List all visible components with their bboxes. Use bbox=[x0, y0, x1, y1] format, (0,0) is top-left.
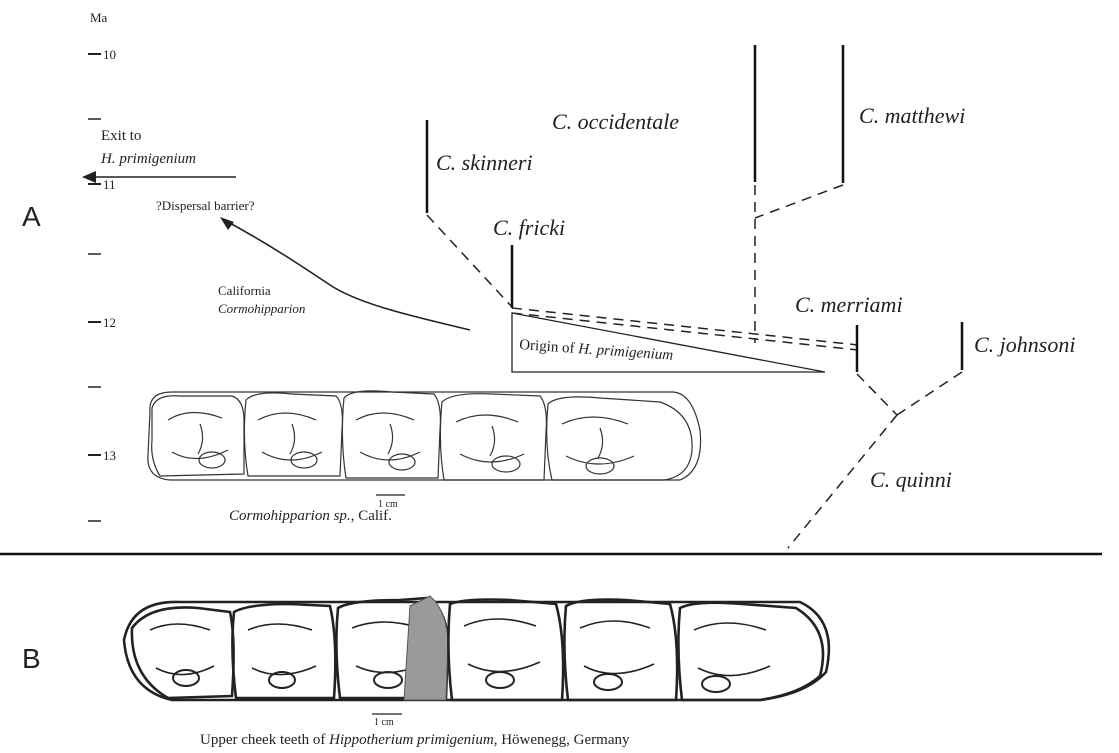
tooth bbox=[448, 600, 563, 701]
taxon-label-merriami: C. merriami bbox=[795, 292, 903, 317]
dispersal-arrowhead bbox=[220, 217, 234, 230]
exit-arrowhead bbox=[82, 171, 96, 183]
taxon-label-johnsoni: C. johnsoni bbox=[974, 332, 1075, 357]
exit-annotation: Exit to H. primigenium bbox=[82, 128, 236, 183]
panel-a-label: A bbox=[22, 201, 41, 232]
exit-label: Exit to bbox=[101, 128, 141, 144]
tooth bbox=[152, 396, 244, 476]
exit-taxon-label: H. primigenium bbox=[100, 151, 196, 167]
tooth bbox=[342, 391, 440, 478]
tooth bbox=[132, 607, 234, 698]
tooth bbox=[232, 604, 335, 698]
matthewi-inferred-branch bbox=[755, 185, 843, 218]
tooth bbox=[678, 603, 823, 700]
taxon-label-skinneri: C. skinneri bbox=[436, 150, 533, 175]
panel-a-tooth-row bbox=[148, 391, 701, 480]
panel-a-caption-rest: , Calif. bbox=[351, 508, 392, 524]
panel-b-caption-rest: , Höwenegg, Germany bbox=[494, 732, 630, 748]
axis-tick-label: 11 bbox=[103, 177, 116, 192]
panel-a-caption: Cormohipparion sp., Calif. bbox=[229, 508, 392, 524]
scale-bar-label: 1 cm bbox=[374, 717, 394, 728]
taxon-label-matthewi: C. matthewi bbox=[859, 103, 965, 128]
panel-b-caption: Upper cheek teeth of Hippotherium primig… bbox=[200, 732, 630, 748]
johnsoni-inferred-branch bbox=[897, 372, 962, 415]
taxon-label-fricki: C. fricki bbox=[493, 215, 565, 240]
panel-b-label: B bbox=[22, 643, 41, 674]
tooth bbox=[244, 393, 342, 476]
axis-unit-label: Ma bbox=[90, 10, 108, 25]
origin-triangle: Origin of H. primigenium bbox=[512, 313, 825, 372]
tooth bbox=[440, 394, 546, 480]
tooth bbox=[564, 600, 677, 700]
taxon-label-quinni: C. quinni bbox=[870, 467, 952, 492]
tooth bbox=[547, 397, 692, 480]
tooth-row-outline bbox=[148, 392, 701, 480]
panel-b-tooth-row bbox=[124, 596, 829, 700]
panel-b-caption-taxon: Hippotherium primigenium bbox=[328, 732, 494, 748]
panel-a-caption-taxon: Cormohipparion sp. bbox=[229, 508, 351, 524]
california-label: California bbox=[218, 283, 271, 298]
merriami-inferred-branch bbox=[857, 374, 897, 415]
california-annotation: California Cormohipparion bbox=[218, 217, 470, 330]
time-axis: Ma 10 11 12 13 bbox=[88, 10, 116, 521]
panel-b-scale-bar: 1 cm bbox=[372, 714, 402, 728]
broken-tooth-shading bbox=[404, 596, 448, 700]
taxon-label-occidentale: C. occidentale bbox=[552, 109, 679, 134]
axis-tick-label: 12 bbox=[103, 315, 116, 330]
axis-tick-label: 13 bbox=[103, 448, 116, 463]
panel-b-caption-prefix: Upper cheek teeth of bbox=[200, 732, 329, 748]
california-taxon-label: Cormohipparion bbox=[218, 301, 305, 316]
axis-tick-label: 10 bbox=[103, 47, 116, 62]
dispersal-barrier-label: ?Dispersal barrier? bbox=[156, 198, 255, 213]
